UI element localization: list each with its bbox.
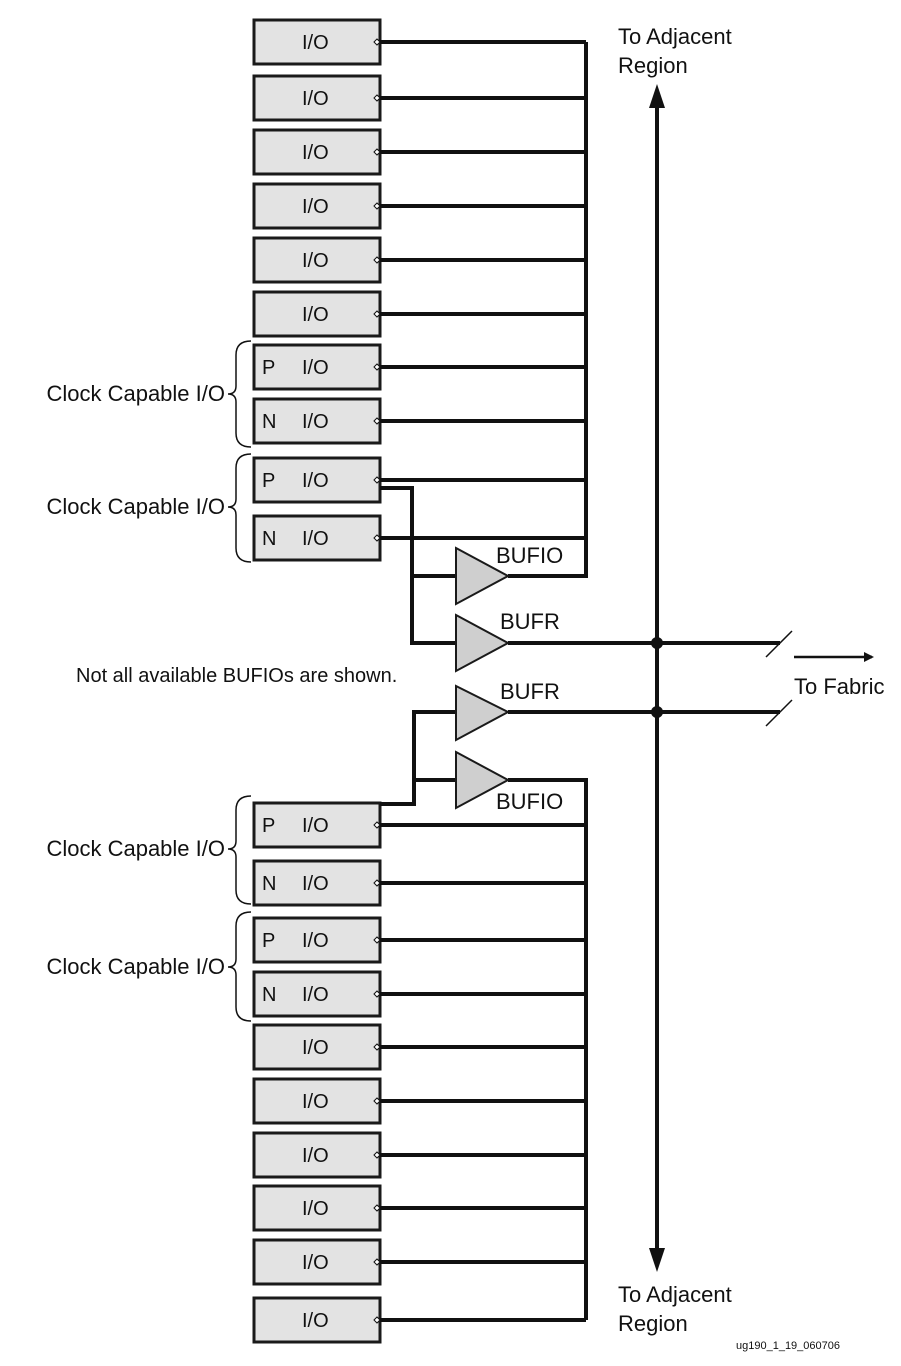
clock-capable-brace xyxy=(227,340,252,448)
io-label: I/O xyxy=(302,528,329,550)
io-block-box xyxy=(252,1077,382,1125)
io-label: I/O xyxy=(302,142,329,164)
io-block: I/O xyxy=(252,1238,586,1286)
io-block: I/O xyxy=(252,18,586,66)
io-block: I/O P xyxy=(252,916,586,964)
bottom-destination-line-2: Region xyxy=(618,1311,688,1336)
io-label: I/O xyxy=(302,873,329,895)
bufr-top-label: BUFR xyxy=(500,609,560,634)
p-polarity-label: P xyxy=(262,815,275,837)
bus-slash-top xyxy=(765,630,793,658)
figure-reference: ug190_1_19_060706 xyxy=(736,1340,840,1352)
io-label: I/O xyxy=(302,1091,329,1113)
io-block: I/O xyxy=(252,128,586,176)
up-arrow-icon xyxy=(649,84,665,108)
io-block: I/O N xyxy=(252,970,586,1018)
bottom-destination-line-1: To Adjacent xyxy=(618,1282,732,1307)
bufr-bottom-buffer xyxy=(455,684,511,742)
clock-capable-brace xyxy=(227,795,252,905)
io-block: I/O xyxy=(252,1184,586,1232)
io-block: I/O N xyxy=(252,859,586,907)
io-block: I/O N xyxy=(252,514,586,562)
io-block-box xyxy=(252,859,382,907)
io-block-group: I/OI/OI/OI/OI/OI/OI/OPI/ONI/OPI/ONI/OPI/… xyxy=(252,18,586,1344)
io-label: I/O xyxy=(302,1310,329,1332)
p-polarity-label: P xyxy=(262,930,275,952)
io-label: I/O xyxy=(302,1198,329,1220)
io-block-box xyxy=(252,74,382,122)
p-polarity-label: P xyxy=(262,357,275,379)
io-block: I/O xyxy=(252,74,586,122)
junction-dot-bottom xyxy=(651,706,663,718)
io-block: I/O xyxy=(252,1023,586,1071)
p-polarity-label: P xyxy=(262,470,275,492)
clock-capable-brace xyxy=(227,911,252,1022)
io-label: I/O xyxy=(302,196,329,218)
io-label: I/O xyxy=(302,32,329,54)
io-block-box xyxy=(252,18,382,66)
to-fabric-label: To Fabric xyxy=(794,674,884,699)
io-label: I/O xyxy=(302,1037,329,1059)
io-label: I/O xyxy=(302,1145,329,1167)
junction-dot-top xyxy=(651,637,663,649)
io-block: I/O xyxy=(252,1131,586,1179)
bus-slash-bottom xyxy=(765,699,793,727)
io-label: I/O xyxy=(302,304,329,326)
top-destination-line-2: Region xyxy=(618,53,688,78)
bufr-top-buffer xyxy=(455,613,511,673)
io-label: I/O xyxy=(302,1252,329,1274)
io-block: I/O P xyxy=(252,801,586,849)
io-label: I/O xyxy=(302,250,329,272)
io-block: I/O xyxy=(252,236,586,284)
io-block: I/O P xyxy=(252,343,586,391)
bufio-note: Not all available BUFIOs are shown. xyxy=(76,665,397,687)
bufr-bottom-label: BUFR xyxy=(500,679,560,704)
bufio-top-label: BUFIO xyxy=(496,543,563,568)
io-label: I/O xyxy=(302,930,329,952)
io-label: I/O xyxy=(302,984,329,1006)
io-block-box xyxy=(252,1296,382,1344)
n-polarity-label: N xyxy=(262,873,276,895)
io-block: I/O xyxy=(252,1077,586,1125)
top-clock-feed-wire xyxy=(380,486,456,645)
io-block: I/O N xyxy=(252,397,586,445)
clock-capable-label: Clock Capable I/O xyxy=(46,381,225,406)
n-polarity-label: N xyxy=(262,528,276,550)
io-block-box xyxy=(252,290,382,338)
io-block: I/O xyxy=(252,182,586,230)
n-polarity-label: N xyxy=(262,411,276,433)
top-destination-line-1: To Adjacent xyxy=(618,24,732,49)
n-polarity-label: N xyxy=(262,984,276,1006)
io-block: I/O xyxy=(252,290,586,338)
clock-capable-label: Clock Capable I/O xyxy=(46,494,225,519)
down-arrow-icon xyxy=(649,1248,665,1272)
io-block-box xyxy=(252,1184,382,1232)
io-block-box xyxy=(252,801,382,849)
io-label: I/O xyxy=(302,357,329,379)
bufio-bottom-buffer xyxy=(455,750,511,810)
io-block: I/O P xyxy=(252,456,586,504)
clock-capable-label: Clock Capable I/O xyxy=(46,954,225,979)
io-label: I/O xyxy=(302,411,329,433)
io-block-box xyxy=(252,1131,382,1179)
io-label: I/O xyxy=(302,88,329,110)
clock-capable-label: Clock Capable I/O xyxy=(46,836,225,861)
io-block: I/O xyxy=(252,1296,586,1344)
bottom-clock-feed-wire xyxy=(380,710,456,806)
bufio-top-buffer xyxy=(455,546,511,606)
bufio-bottom-label: BUFIO xyxy=(496,789,563,814)
io-block-box xyxy=(252,1023,382,1071)
io-block-box xyxy=(252,343,382,391)
clock-capable-brace xyxy=(227,453,252,563)
io-block-box xyxy=(252,397,382,445)
io-label: I/O xyxy=(302,815,329,837)
clock-capable-brace-group: Clock Capable I/O Clock Capable I/O Clock … xyxy=(46,340,252,1022)
io-label: I/O xyxy=(302,470,329,492)
